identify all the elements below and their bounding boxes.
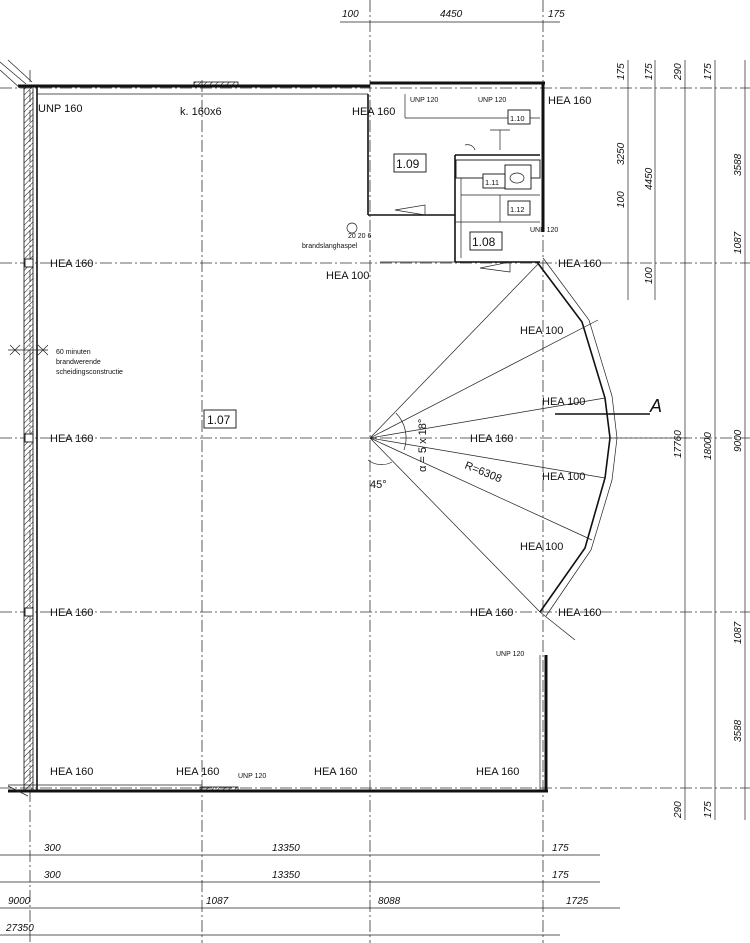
label-k160x6: k. 160x6 — [180, 106, 222, 118]
label-hea100-1: HEA 100 — [520, 325, 563, 337]
brand-code: 20 20 6 — [348, 233, 371, 240]
markers — [8, 258, 49, 617]
room-labels: 1.07 1.09 1.08 1.10 1.11 1.12 — [203, 109, 531, 429]
dim-b-r3b: 1087 — [206, 896, 229, 907]
dim-r-b2: 4450 — [644, 167, 655, 190]
dim-b-r2a: 300 — [44, 870, 61, 881]
dim-r-a1: 175 — [616, 63, 627, 80]
dim-r-d8: 175 — [703, 801, 714, 818]
dim-r-b1: 175 — [644, 63, 655, 80]
label-unp120-bottom: UNP 120 — [238, 773, 266, 780]
room-1-08: 1.08 — [472, 235, 496, 249]
angle-45: 45° — [370, 479, 387, 491]
dim-b-r3d: 1725 — [566, 896, 589, 907]
label-unp120-a: UNP 120 — [410, 97, 438, 104]
label-unp160: UNP 160 — [38, 103, 82, 115]
room-1-07: 1.07 — [207, 413, 231, 427]
label-hea160-row2-mid: HEA 160 — [470, 433, 513, 445]
label-hea100-core: HEA 100 — [326, 270, 369, 282]
label-hea160-core: HEA 160 — [352, 106, 395, 118]
dim-r-d6: 1087 — [733, 621, 744, 644]
label-hea160-row1-right: HEA 160 — [558, 258, 601, 270]
dim-r-a2: 3250 — [616, 142, 627, 165]
dim-r-d1: 175 — [703, 63, 714, 80]
label-hea160-bottom-1: HEA 160 — [50, 766, 93, 778]
label-hea100-3: HEA 100 — [542, 471, 585, 483]
dim-b-r3c: 8088 — [378, 896, 401, 907]
fire-note-line1: 60 minuten — [56, 349, 91, 356]
brand-label: brandslanghaspel — [302, 243, 358, 250]
dim-r-a4: 100 — [644, 267, 655, 284]
service-core — [346, 81, 545, 273]
label-hea160-row2-left: HEA 160 — [50, 433, 93, 445]
dim-r-d4: 18000 — [703, 432, 714, 460]
dims-bottom: 300 13350 175 300 13350 175 9000 1087 80… — [0, 843, 620, 936]
dim-r-a3: 100 — [616, 191, 627, 208]
radius-annotation: R=6308 — [463, 460, 504, 486]
dim-r-c3: 290 — [673, 801, 684, 819]
angle-annotation: α = 5 x 18° — [417, 419, 429, 472]
dims-top: 100 4450 175 — [340, 9, 565, 23]
label-hea100-4: HEA 100 — [520, 541, 563, 553]
dim-r-d5: 9000 — [733, 429, 744, 452]
dim-b-r1a: 300 — [44, 843, 61, 854]
label-hea160-row3-mid: HEA 160 — [470, 607, 513, 619]
dim-b-r1c: 175 — [552, 843, 569, 854]
dim-r-c2: 17760 — [673, 430, 684, 458]
curved-facade — [367, 257, 690, 641]
label-unp120-d: UNP 120 — [496, 651, 524, 658]
profile-labels: UNP 160 k. 160x6 HEA 160 UNP 120 UNP 120… — [38, 95, 601, 780]
label-hea160-bottom-4: HEA 160 — [476, 766, 519, 778]
dim-r-d7: 3588 — [733, 719, 744, 742]
dim-top-175: 175 — [548, 9, 565, 20]
label-unp120-c: UNP 120 — [530, 227, 558, 234]
dims-right: 175 3250 100 100 175 4450 290 17760 290 … — [616, 60, 746, 820]
dim-b-r4a: 27350 — [5, 923, 34, 934]
dim-top-4450: 4450 — [440, 9, 463, 20]
label-hea160-row3-right: HEA 160 — [558, 607, 601, 619]
label-hea160-bottom-3: HEA 160 — [314, 766, 357, 778]
dim-b-r1b: 13350 — [272, 843, 300, 854]
fire-note-line3: scheidingsconstructie — [56, 369, 123, 376]
room-1-10: 1.10 — [510, 114, 525, 123]
label-hea100-2: HEA 100 — [542, 396, 585, 408]
dim-r-d3: 1087 — [733, 231, 744, 254]
dim-b-r2b: 13350 — [272, 870, 300, 881]
section-mark-a: A — [649, 396, 662, 416]
label-hea160-row1-left: HEA 160 — [50, 258, 93, 270]
label-hea160-bottom-2: HEA 160 — [176, 766, 219, 778]
dim-r-d2: 3588 — [733, 153, 744, 176]
dim-top-100: 100 — [342, 9, 359, 20]
room-1-09: 1.09 — [396, 157, 420, 171]
label-unp120-b: UNP 120 — [478, 97, 506, 104]
dim-b-r3a: 9000 — [8, 896, 31, 907]
room-1-12: 1.12 — [510, 205, 525, 214]
dim-r-c1: 290 — [673, 63, 684, 81]
dim-b-r2c: 175 — [552, 870, 569, 881]
label-hea160-right-top: HEA 160 — [548, 95, 591, 107]
label-hea160-row3-left: HEA 160 — [50, 607, 93, 619]
fire-note-line2: brandwerende — [56, 359, 101, 366]
room-1-11: 1.11 — [485, 178, 499, 187]
